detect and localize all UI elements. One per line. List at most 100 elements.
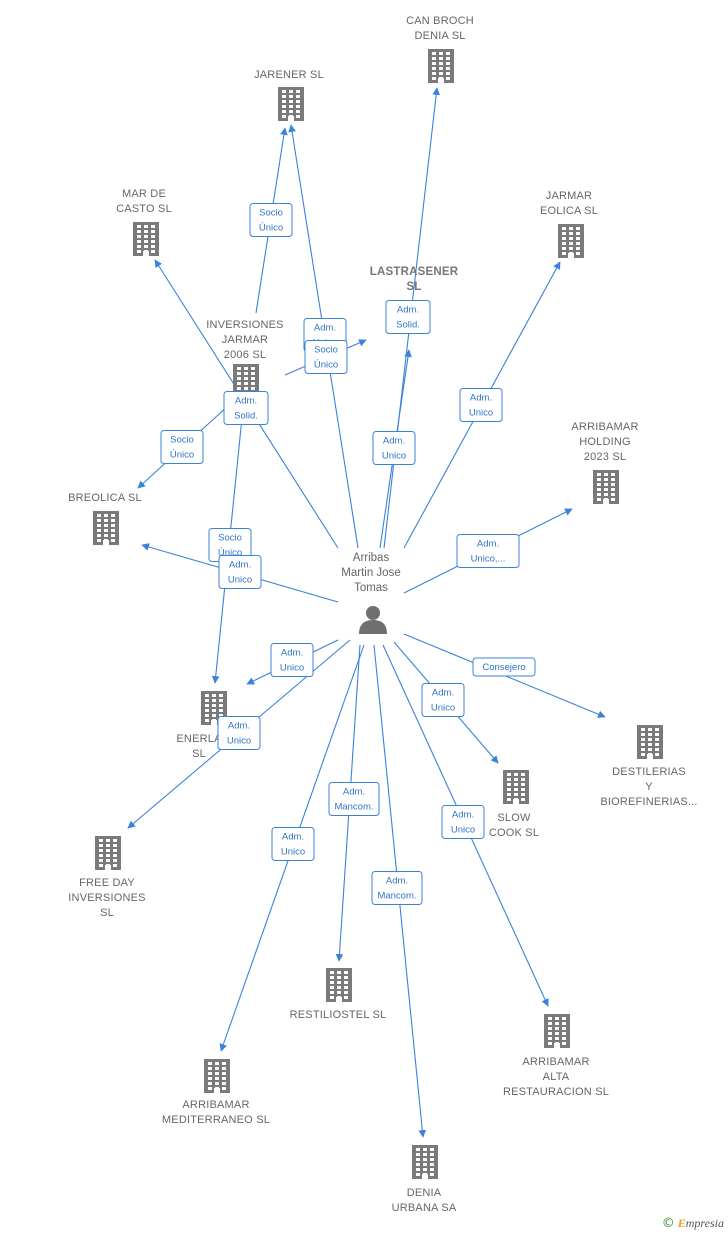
building-icon — [428, 49, 454, 83]
building-icon — [326, 968, 352, 1002]
building-icon — [503, 770, 529, 804]
person-name: Tomas — [354, 582, 388, 594]
company-label: DENIA — [407, 1187, 442, 1199]
company-node-arribamar-alta[interactable]: ARRIBAMAR ALTA RESTAURACION SL — [503, 1014, 609, 1098]
company-label: SL — [406, 281, 421, 293]
edge-label-restiliostel[interactable]: Adm. Mancom. — [328, 782, 380, 816]
company-label: INVERSIONES — [206, 319, 283, 331]
edge-label-text: Adm. — [343, 787, 365, 798]
brand-initial: E — [677, 1216, 686, 1230]
edge-label-mar-casto[interactable]: Adm.Solid. — [223, 391, 269, 425]
edge-label-text: Adm. — [281, 648, 303, 659]
edge-label-denia-urbana[interactable]: Adm. Mancom. — [371, 871, 423, 905]
company-label: SL — [100, 907, 114, 919]
building-icon — [93, 511, 119, 545]
person-icon — [359, 606, 387, 634]
company-node-slow-cook[interactable]: SLOW COOK SL — [489, 770, 539, 839]
edge-label-destilerias[interactable]: Consejero — [472, 657, 536, 677]
edge-label-slow-cook[interactable]: Adm. Unico — [421, 683, 465, 717]
edge-label-mediterraneo[interactable]: Adm.Unico — [271, 827, 315, 861]
building-icon — [204, 1059, 230, 1093]
edge-label-text: Unico,... — [471, 554, 506, 565]
company-label: 2006 SL — [224, 349, 266, 361]
edge-label-text: Adm. — [452, 810, 474, 821]
building-icon — [412, 1145, 438, 1179]
company-label: RESTAURACION SL — [503, 1086, 609, 1098]
company-label: SLOW — [497, 812, 531, 824]
edge-label-text: Unico — [469, 408, 493, 419]
edge-label-text: Adm. — [228, 721, 250, 732]
edge-label-free-day[interactable]: Adm. Unico — [217, 716, 261, 750]
edge-label-text: Unico — [227, 736, 251, 747]
edge-label-text: Unico — [281, 847, 305, 858]
edge-label-jarmar-eolica[interactable]: Adm.Unico — [459, 388, 503, 422]
company-node-arribamar-holding[interactable]: ARRIBAMAR HOLDING 2023 SL — [571, 421, 638, 504]
company-node-restiliostel[interactable]: RESTILIOSTEL SL — [290, 968, 387, 1021]
building-icon — [558, 224, 584, 258]
footer-brand[interactable]: © Empresia — [662, 1216, 724, 1231]
company-label: ARRIBAMAR — [522, 1056, 589, 1068]
company-node-destilerias[interactable]: DESTILERIASYBIOREFINERIAS... — [600, 725, 697, 808]
edge-label-enerla-2[interactable]: Adm. Unico — [270, 643, 314, 677]
company-label: DENIA SL — [414, 30, 465, 42]
edge-label-text: Mancom. — [377, 891, 416, 902]
company-label: MEDITERRANEO SL — [162, 1114, 270, 1126]
company-label: SL — [192, 748, 206, 760]
edge-label-lastra-adm[interactable]: Adm.Solid. — [385, 300, 431, 334]
person-name: Arribas — [353, 552, 390, 564]
company-node-free-day[interactable]: FREE DAY INVERSIONES SL — [68, 836, 145, 919]
building-icon — [133, 222, 159, 256]
edge-label-text: Adm. — [229, 560, 251, 571]
edge-label-arribamar-alta[interactable]: Adm.Unico — [441, 805, 485, 839]
edge-label-text: Adm. — [314, 323, 336, 334]
company-label: LASTRASENER — [370, 266, 459, 278]
edge-label-text: Unico — [228, 575, 252, 586]
company-label: ARRIBAMAR — [182, 1099, 249, 1111]
edge-label-arribamar-holding[interactable]: Adm.Unico,... — [456, 534, 520, 568]
company-label: BREOLICA SL — [68, 492, 142, 504]
edge-label-text: Unico — [431, 703, 455, 714]
company-label: DESTILERIAS — [612, 766, 686, 778]
building-icon — [95, 836, 121, 870]
company-label: INVERSIONES — [68, 892, 145, 904]
company-label: FREE DAY — [79, 877, 135, 889]
edge-label-text: Unico — [382, 451, 406, 462]
edge-label-text: Mancom. — [334, 802, 373, 813]
edge-label-enerla-1[interactable]: Adm. Unico — [218, 555, 262, 589]
edge-label-text: Adm. — [386, 876, 408, 887]
company-label: ARRIBAMAR — [571, 421, 638, 433]
brand-name: mpresia — [685, 1216, 724, 1230]
person-name: Martin Jose — [341, 567, 400, 579]
building-icon — [593, 470, 619, 504]
company-node-arribamar-mediterraneo[interactable]: ARRIBAMAR MEDITERRANEO SL — [162, 1059, 270, 1126]
company-label: 2023 SL — [584, 451, 626, 463]
edge-label-can-broch[interactable]: Adm. Unico — [372, 431, 416, 465]
edge-label-text: Unico — [280, 663, 304, 674]
company-label: COOK SL — [489, 827, 539, 839]
company-label: ALTA — [543, 1071, 570, 1083]
building-icon — [278, 87, 304, 121]
company-label: RESTILIOSTEL SL — [290, 1009, 387, 1021]
company-node-jarener[interactable]: JARENER SL — [254, 69, 324, 121]
edge-label-text: Socio — [218, 533, 242, 544]
edge-label-text: Adm. — [432, 688, 454, 699]
edge-label-text: Único — [259, 223, 283, 234]
edge-label-text: Adm. — [383, 436, 405, 447]
company-node-lastrasener[interactable]: LASTRASENER SL — [370, 266, 459, 293]
copyright-icon: © — [661, 1216, 675, 1231]
edge-label-text: Único — [314, 360, 338, 371]
company-node-breolica[interactable]: BREOLICA SL — [68, 492, 142, 545]
company-label: HOLDING — [579, 436, 631, 448]
